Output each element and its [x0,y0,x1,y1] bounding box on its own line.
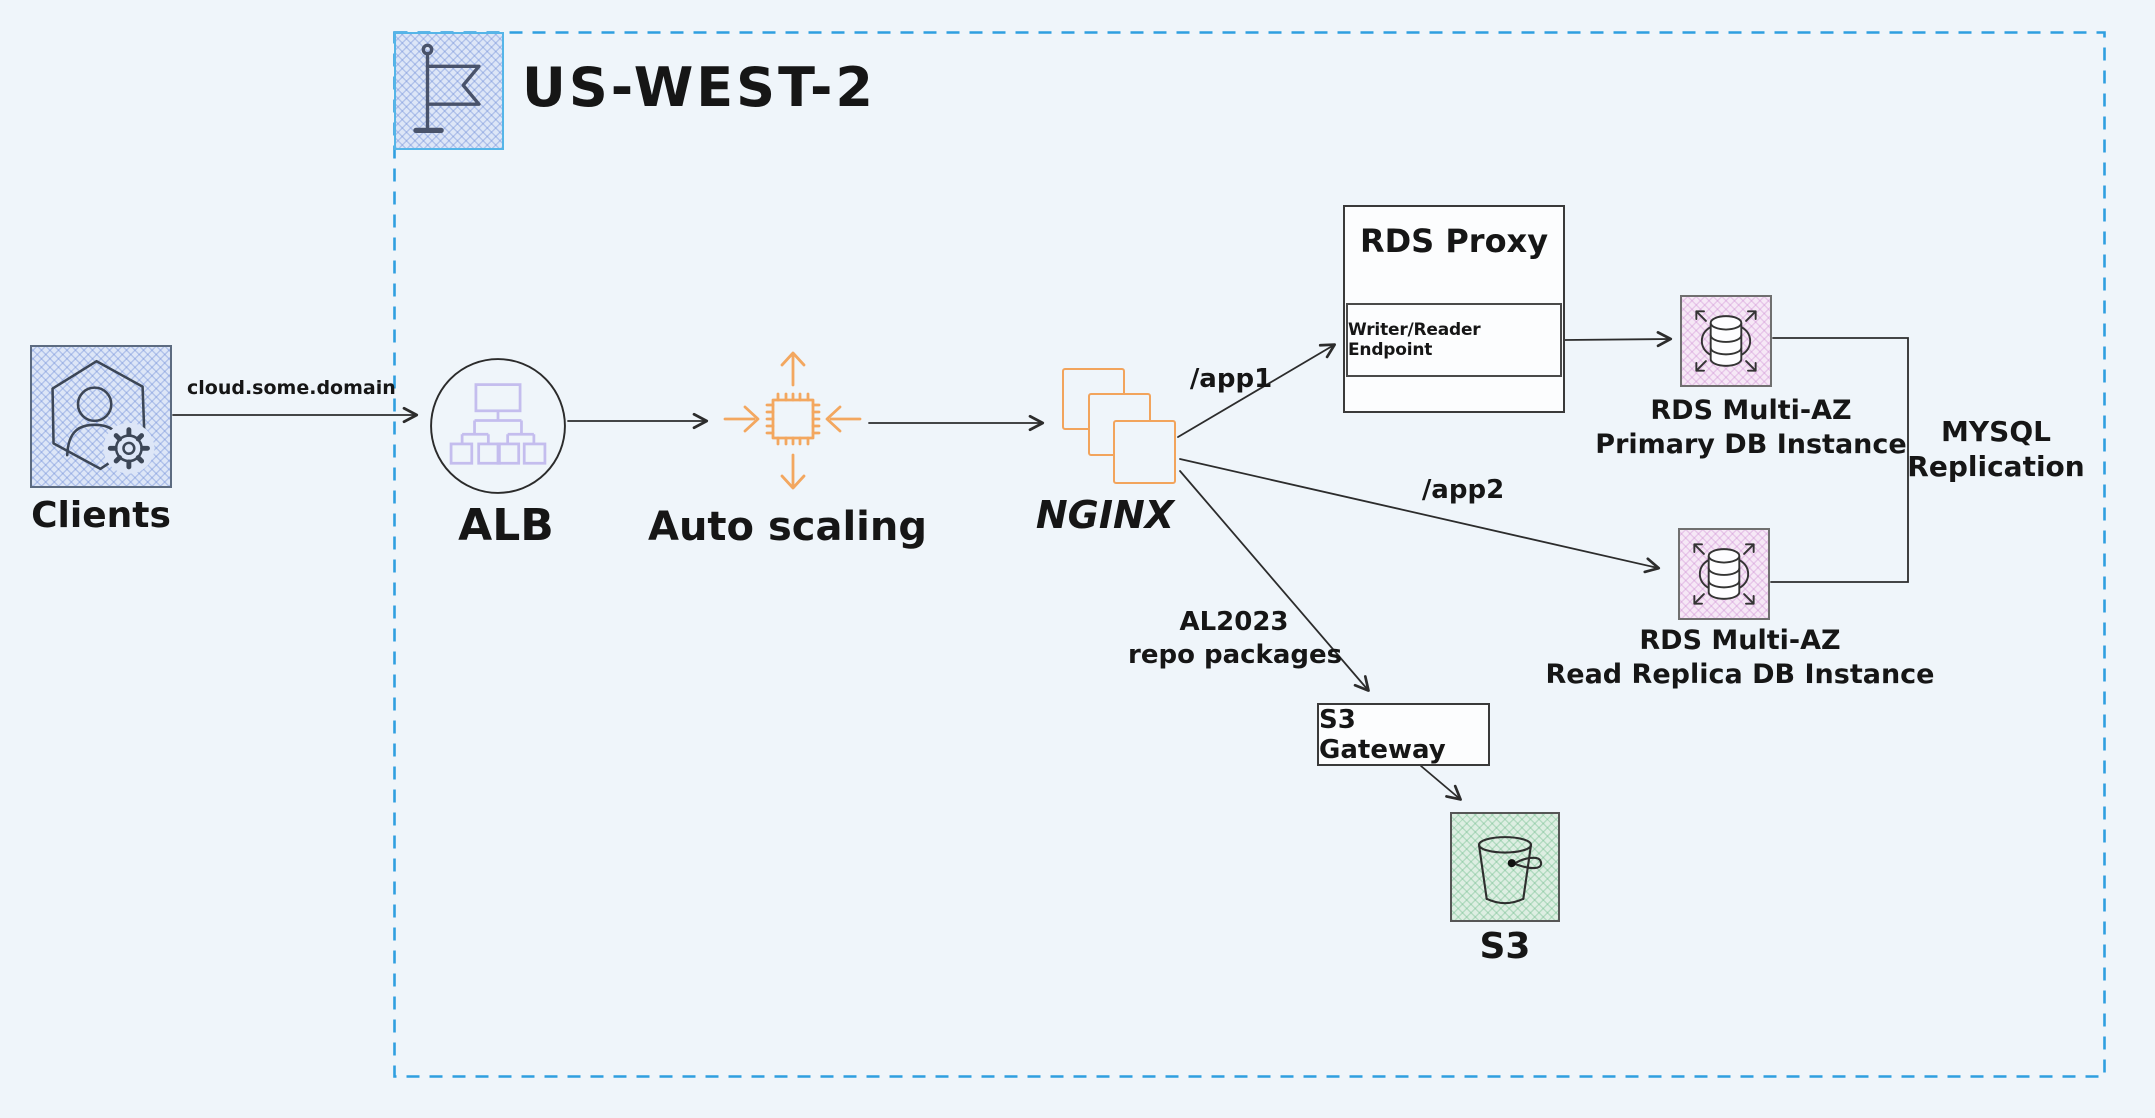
rds-replica-label: RDS Multi-AZ Read Replica DB Instance [1545,625,1935,690]
flag-icon [413,43,481,134]
rds-proxy-title: RDS Proxy [1359,222,1549,260]
auto-scaling-node [720,348,866,494]
rds-primary-node [1680,295,1772,387]
s3-node [1450,812,1560,922]
rds-proxy-node: RDS Proxy Writer/Reader Endpoint [1343,205,1565,413]
alb-node [429,357,567,495]
edge-proxy-primary [1564,331,1673,348]
edge-label-al2023: AL2023 repo packages [1128,607,1343,670]
database-multi-az-icon [1693,543,1755,605]
s3-gateway-node: S3 Gateway [1317,703,1490,766]
alb-label: ALB [458,500,554,551]
rds-replica-node [1678,528,1770,620]
rds-primary-label: RDS Multi-AZ Primary DB Instance [1595,395,1907,460]
region-border [393,31,2106,1078]
clients-label: Clients [31,495,171,536]
edge-label-app1: /app1 [1189,364,1273,394]
load-balancer-tree-icon [430,358,566,494]
s3-gateway-label: S3 Gateway [1319,704,1446,765]
s3-label: S3 [1479,926,1531,967]
nginx-label: NGINX [1035,493,1175,537]
region-title: US-WEST-2 [522,56,876,119]
rds-proxy-endpoint-label: Writer/Reader Endpoint [1348,320,1481,360]
clients-node [30,345,172,488]
bucket-icon [1477,836,1543,905]
user-gear-hexagon-icon [51,359,155,474]
edge-label-domain: cloud.some.domain [187,377,396,399]
nginx-instance-front [1113,420,1176,484]
chip-scaling-arrows-icon [723,351,862,490]
edge-label-app2: /app2 [1421,475,1505,505]
edge-s3gateway-s3 [1420,765,1462,801]
auto-scaling-label: Auto scaling [648,504,928,550]
region-flag-box [394,32,504,150]
mysql-replication-label: MYSQL Replication [1907,415,2085,484]
database-multi-az-icon [1695,310,1757,372]
